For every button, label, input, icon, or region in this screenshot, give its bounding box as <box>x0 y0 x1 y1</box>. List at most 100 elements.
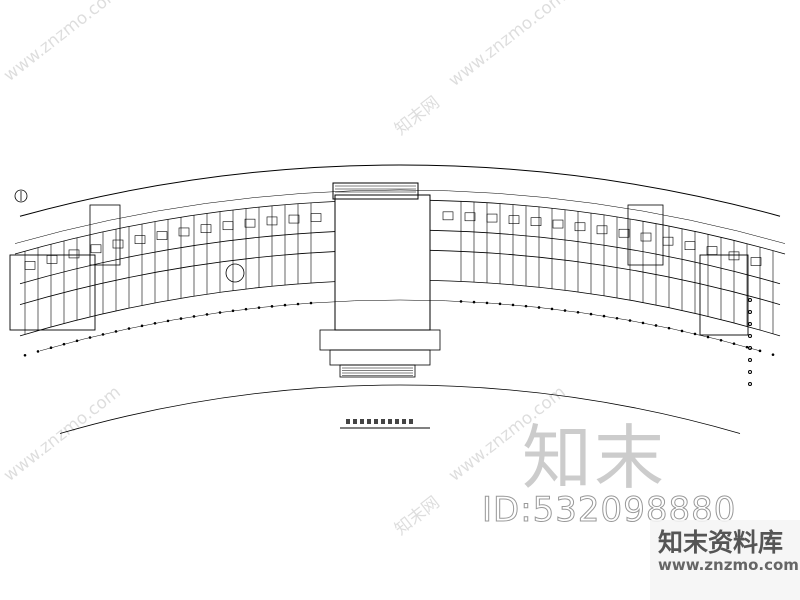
furniture <box>574 222 586 232</box>
column-dot <box>36 350 40 353</box>
column-dot <box>576 310 580 314</box>
furniture <box>178 227 190 237</box>
brand-name: 知末资料库 <box>658 528 784 557</box>
furniture <box>684 241 696 251</box>
column-dot <box>602 314 606 318</box>
column-dot <box>563 309 567 312</box>
watermark-big-text: 知末 <box>522 417 666 499</box>
drawing-title-glyph <box>367 419 371 424</box>
drawing-title-glyph <box>395 419 399 424</box>
corridor-wall <box>19 231 336 285</box>
column-dot <box>257 306 261 309</box>
column-dot <box>49 346 53 350</box>
building-top-wall <box>429 199 786 255</box>
furniture <box>310 213 322 222</box>
column-dot <box>205 313 209 316</box>
column-dot <box>706 335 710 339</box>
furniture <box>442 211 454 221</box>
column-dot <box>654 324 658 327</box>
furniture <box>750 257 762 266</box>
furniture <box>90 244 102 254</box>
column-dot <box>153 321 157 325</box>
column-dot <box>114 330 118 333</box>
column-dot <box>101 333 105 336</box>
column-dot <box>511 303 515 307</box>
entrance-steps-bottom <box>319 329 441 351</box>
central-lobby <box>334 194 431 331</box>
column-dot <box>550 307 554 311</box>
furniture <box>222 221 234 231</box>
brand-url: www.znzmo.com <box>658 556 799 574</box>
column-dot <box>758 349 762 353</box>
column-dot <box>472 300 476 304</box>
column-dot <box>537 306 541 309</box>
legend-mark <box>748 370 752 374</box>
column-dot <box>231 309 235 313</box>
west-wing <box>9 254 96 331</box>
entrance-steps-bottom <box>339 364 416 378</box>
building-top-wall <box>14 201 336 255</box>
column-dot <box>589 312 593 316</box>
column-dot <box>680 329 684 333</box>
legend-mark <box>748 298 752 302</box>
legend-mark <box>748 334 752 338</box>
corridor-wall <box>429 229 781 285</box>
column-dot <box>524 304 528 308</box>
column-dot <box>270 305 274 308</box>
column-dot <box>667 326 671 330</box>
column-dot <box>641 321 645 325</box>
furniture <box>244 218 256 228</box>
road-outer-arc <box>19 164 781 217</box>
furniture <box>728 251 740 261</box>
furniture <box>46 255 58 264</box>
drawing-title-glyph <box>353 419 357 424</box>
column-dot <box>62 342 66 346</box>
site-line-arc <box>14 189 786 244</box>
column-dot <box>140 324 144 328</box>
building-bottom-wall <box>429 279 781 337</box>
drawing-title-glyph <box>381 419 385 424</box>
column-dot <box>244 307 248 311</box>
drawing-title-glyph <box>374 419 378 424</box>
furniture <box>24 261 36 270</box>
legend-mark <box>748 382 752 386</box>
column-dot <box>309 301 313 305</box>
furniture <box>530 217 542 226</box>
drawing-title-glyph <box>402 419 406 424</box>
furniture <box>486 213 498 223</box>
brand-badge: 知末资料库 www.znzmo.com <box>650 520 800 600</box>
furniture <box>508 215 520 224</box>
column-dot <box>732 342 736 345</box>
furniture <box>134 235 146 244</box>
legend-mark <box>748 322 752 326</box>
legend-mark <box>748 346 752 350</box>
column-dot <box>485 301 489 305</box>
building-bottom-wall <box>19 281 336 337</box>
column-dot <box>88 336 92 339</box>
north-arrow-icon <box>14 189 28 203</box>
entrance-steps-bottom <box>329 349 431 366</box>
column-dot <box>179 317 183 320</box>
column-dot <box>745 345 749 349</box>
column-dot <box>719 338 723 342</box>
column-dot <box>23 353 27 357</box>
column-dot <box>498 302 502 306</box>
drawing-title-glyph <box>346 419 350 424</box>
column-dot <box>459 300 463 303</box>
column-dot <box>771 353 775 356</box>
column-dot <box>75 339 79 343</box>
furniture <box>662 236 674 246</box>
furniture <box>68 249 80 259</box>
column-dot <box>283 303 287 307</box>
column-dot <box>296 302 300 306</box>
column-dot <box>615 316 619 320</box>
round-table <box>225 263 245 283</box>
furniture <box>464 212 476 222</box>
drawing-title-glyph <box>360 419 364 424</box>
drawing-title-glyph <box>388 419 392 424</box>
furniture <box>706 246 718 255</box>
column-dot <box>127 327 131 330</box>
entrance-steps-top <box>332 182 419 200</box>
drawing-title-glyph <box>409 419 413 424</box>
